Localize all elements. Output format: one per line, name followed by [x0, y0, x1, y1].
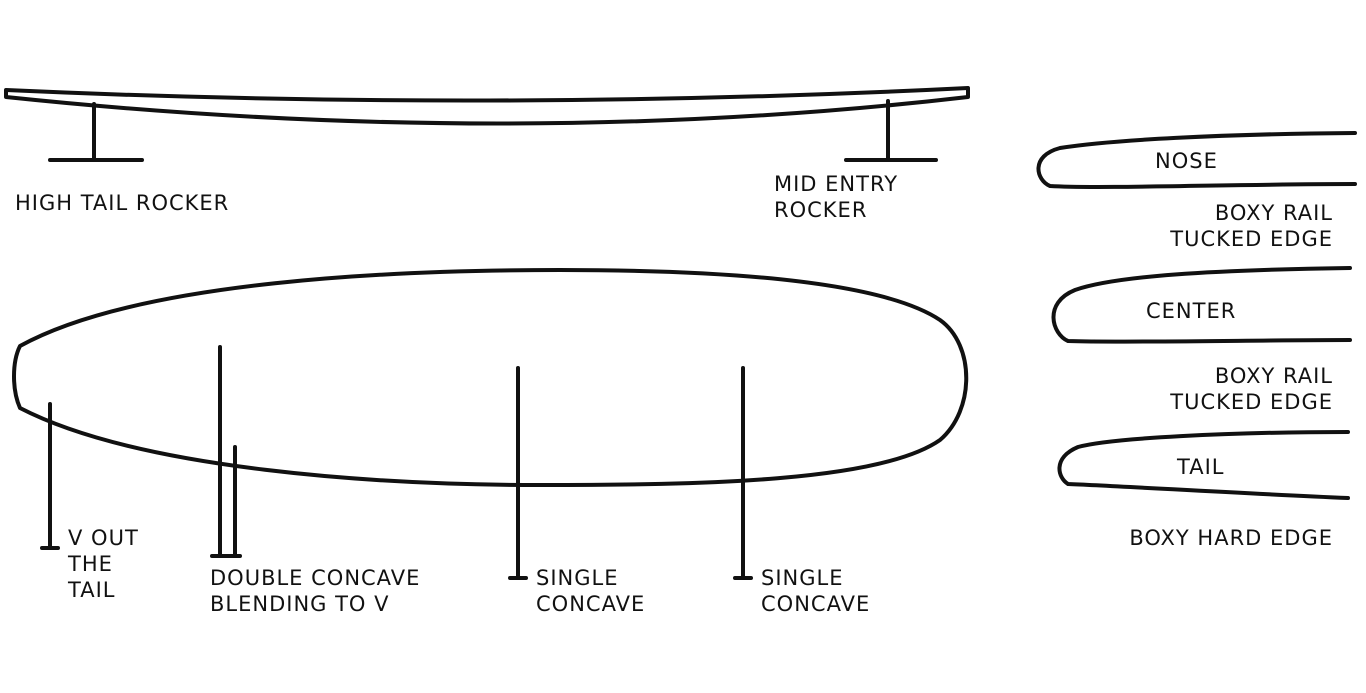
entry-rocker-label-line1: MID ENTRY — [774, 172, 899, 196]
rail-nose-label: NOSE — [1155, 149, 1218, 173]
rail-center-label: CENTER — [1146, 299, 1237, 323]
rail-tail-label: TAIL — [1177, 455, 1225, 479]
rail-center-shape — [1051, 266, 1352, 344]
rail-tail-shape — [1057, 430, 1350, 500]
tail-rocker-label: HIGH TAIL ROCKER — [15, 191, 230, 215]
vout-label-line1: V OUT — [68, 526, 139, 550]
single-concave-b-label-line2: CONCAVE — [761, 592, 871, 616]
vout-label-line2: THE — [68, 552, 113, 576]
single-concave-a-label-line1: SINGLE — [536, 566, 619, 590]
board-bottom-outline — [12, 268, 969, 487]
rail-nose-desc-line1: BOXY RAIL — [1214, 201, 1333, 225]
single-concave-b-label-line1: SINGLE — [761, 566, 844, 590]
vout-label-line3: TAIL — [68, 578, 116, 602]
double-concave-label-line1: DOUBLE CONCAVE — [210, 566, 421, 590]
double-concave-label-line2: BLENDING TO V — [210, 592, 390, 616]
rail-nose-desc-line2: TUCKED EDGE — [1170, 227, 1333, 251]
single-concave-a-label-line2: CONCAVE — [536, 592, 646, 616]
rail-nose-shape — [1036, 131, 1357, 189]
rail-center-desc-line1: BOXY RAIL — [1214, 364, 1333, 388]
entry-rocker-label-line2: ROCKER — [774, 198, 868, 222]
rail-tail-desc: BOXY HARD EDGE — [1129, 526, 1333, 550]
rail-center-desc-line2: TUCKED EDGE — [1170, 390, 1333, 414]
board-side-profile — [4, 86, 970, 126]
